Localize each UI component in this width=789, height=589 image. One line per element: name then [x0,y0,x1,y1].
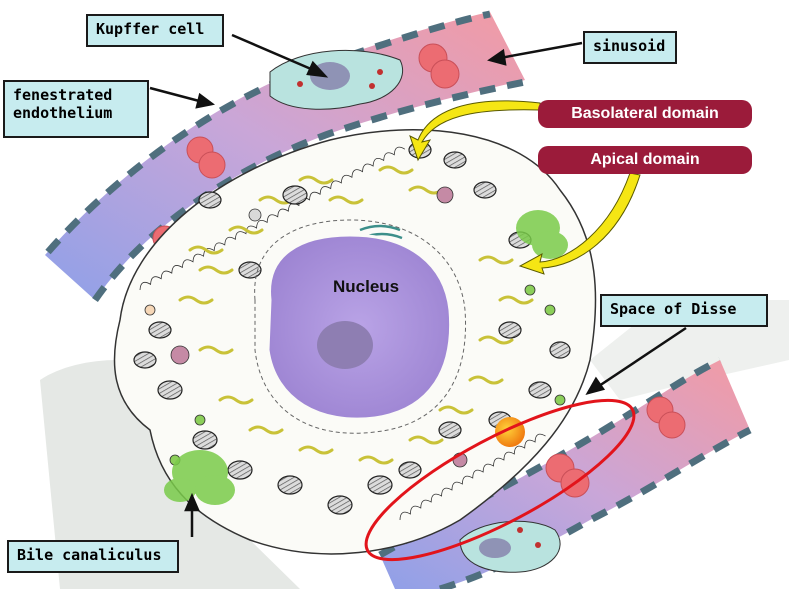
bile-canaliculus-right [516,210,568,259]
nucleolus [317,321,373,369]
bile-canaliculus-left [164,450,235,505]
basolateral-domain-tag: Basolateral domain [538,100,752,128]
sinusoid-label: sinusoid [583,31,677,64]
kupffer-cell-label: Kupffer cell [86,14,224,47]
space-of-disse-highlight [364,398,636,562]
nucleus-label: Nucleus [333,277,399,296]
bile-canaliculus-label: Bile canaliculus [7,540,179,573]
fenestrated-endothelium-label: fenestrated endothelium [3,80,149,138]
nuclear-envelope [254,219,467,434]
endoplasmic-reticulum [178,165,534,465]
pointer-arrows [149,33,687,537]
microvilli-top [139,146,406,291]
apical-domain-tag: Apical domain [538,146,752,174]
mitochondria [133,141,571,515]
microvilli-bottom [399,433,546,521]
space-of-disse-label: Space of Disse [600,294,768,327]
domain-arrows [409,100,641,275]
sinusoid-top [45,12,525,300]
